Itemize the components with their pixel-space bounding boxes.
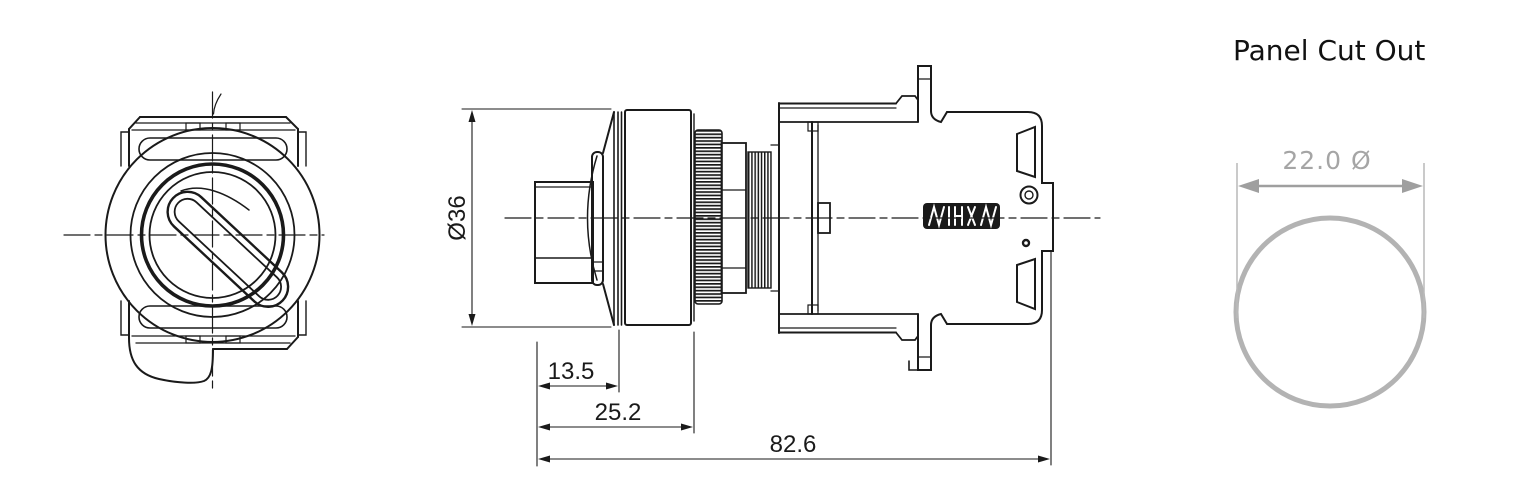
dim-13-5-label: 13.5: [548, 358, 595, 385]
panel-cutout-circle: [1233, 215, 1427, 409]
front-side-tab: [120, 300, 130, 336]
terminal-bottom: [1016, 257, 1036, 311]
dim-82-6: [538, 251, 1052, 466]
front-side-tab: [297, 131, 307, 167]
dim-25-2: [538, 331, 695, 434]
side-top-latch: [917, 65, 948, 124]
side-view: Ø36 13.5 25.2 82.6: [444, 65, 1101, 467]
front-side-tab: [120, 131, 130, 167]
terminal-dot: [1021, 238, 1031, 248]
front-bottom-notch: [225, 335, 241, 344]
side-knurled-ring: [694, 129, 723, 305]
arrow-right-icon: [1402, 179, 1423, 193]
front-side-tab: [297, 300, 307, 336]
panel-cutout-dimension: 22.0 Ø: [1236, 146, 1425, 318]
dim-diameter-36-label: Ø36: [444, 195, 471, 240]
terminal-screw: [1019, 185, 1039, 205]
panel-cutout-title: Panel Cut Out: [1233, 34, 1425, 67]
side-knob: [534, 181, 594, 284]
arrow-left-icon: [1238, 179, 1259, 193]
front-release-latch: [128, 337, 214, 384]
brand-logo: [923, 203, 1000, 229]
panel-cutout-diameter-label: 22.0 Ø: [1282, 146, 1371, 175]
front-body: [120, 116, 307, 384]
front-top-edge-curve: [212, 93, 222, 115]
front-centerlines: [63, 91, 325, 392]
terminal-top: [1016, 125, 1036, 179]
front-lever-edge-arc: [180, 187, 250, 211]
dim-13-5: [536, 329, 620, 467]
panel-cutout-view: Panel Cut Out 22.0 Ø: [1233, 34, 1427, 409]
side-dome-arc: [586, 155, 598, 281]
side-bottom-latch: [908, 312, 948, 371]
dim-25-2-label: 25.2: [595, 399, 642, 426]
dim-diameter-36: [461, 108, 612, 328]
side-contact-block: [807, 111, 1054, 325]
front-view: [63, 91, 325, 392]
terminal-screw-center: [1024, 190, 1034, 200]
dim-82-6-label: 82.6: [770, 431, 817, 458]
side-threads: [747, 144, 780, 292]
